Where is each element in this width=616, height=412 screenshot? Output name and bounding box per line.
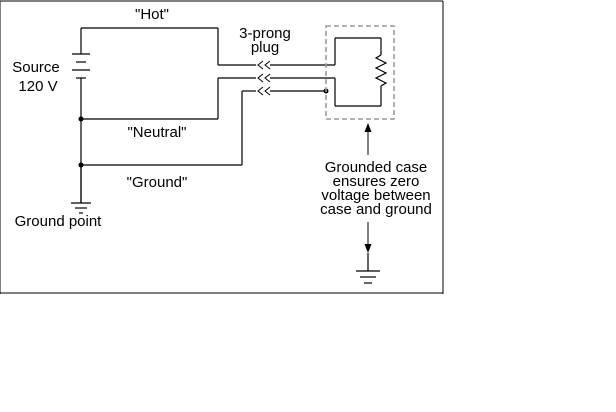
resistor-load-icon [335, 37, 388, 107]
case-note-line1: Grounded case [325, 159, 428, 176]
diagram-frame [0, 0, 444, 294]
hot-label: "Hot" [135, 6, 169, 23]
ground-point-label: Ground point [15, 213, 103, 230]
source-label: Source [12, 59, 60, 76]
up-arrow-icon [364, 123, 372, 155]
case-note-line2: ensures zero [333, 173, 420, 190]
appliance-case-outline [325, 25, 395, 120]
hot-wire [81, 27, 256, 66]
plug-label-line2: plug [251, 39, 279, 56]
neutral-wire [78, 77, 256, 122]
down-arrow-icon [364, 222, 372, 253]
case-note-line3: voltage between [321, 187, 430, 204]
plug-contacts-icon [257, 60, 271, 96]
ground-point-icon [71, 165, 91, 214]
neutral-label: "Neutral" [127, 124, 186, 141]
earth-ground-icon [356, 253, 380, 284]
case-note-line4: case and ground [320, 201, 432, 218]
source-voltage-label: 120 V [18, 78, 57, 95]
ground-label: "Ground" [127, 174, 188, 191]
load-wires [270, 38, 336, 106]
neutral-junction-dot [78, 116, 84, 122]
plug-label: 3-prong [239, 25, 291, 42]
